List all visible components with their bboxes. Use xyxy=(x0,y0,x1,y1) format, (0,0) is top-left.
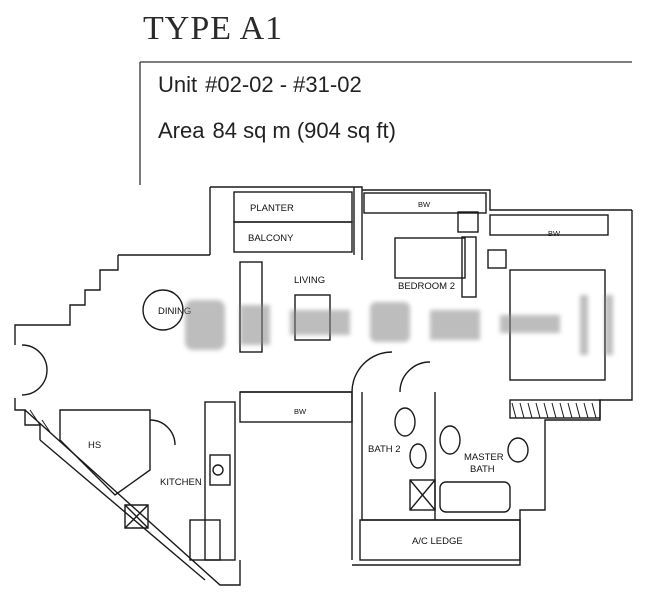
ac-ledge-label: A/C LEDGE xyxy=(412,536,463,547)
balcony-label: BALCONY xyxy=(248,233,294,244)
unit-type-title: TYPE A1 xyxy=(143,10,284,47)
area-value: 84 sq m (904 sq ft) xyxy=(212,118,396,143)
unit-label: Unit xyxy=(158,72,198,97)
living-label: LIVING xyxy=(294,275,325,286)
watermark-shapes xyxy=(185,295,613,355)
unit-number-line: Unit #02-02 - #31-02 xyxy=(158,72,362,98)
planter-label: PLANTER xyxy=(250,203,294,214)
bw-mid-label: BW xyxy=(294,407,307,416)
watermark xyxy=(185,295,613,355)
bw-right-label: BW xyxy=(548,229,561,238)
dining-label: DINING xyxy=(158,306,191,317)
walls xyxy=(14,186,633,586)
kitchen-label: KITCHEN xyxy=(160,477,202,488)
bedroom2-label: BEDROOM 2 xyxy=(398,281,455,292)
area-label: Area xyxy=(158,118,205,143)
master-bath-label-line2: BATH xyxy=(470,464,495,475)
bw-top-label: BW xyxy=(418,200,431,209)
master-bath-label-line1: MASTER xyxy=(464,452,504,463)
bath2-label: BATH 2 xyxy=(368,444,401,455)
unit-range: #02-02 - #31-02 xyxy=(205,72,362,97)
hatch-lines xyxy=(29,402,597,433)
area-line: Area 84 sq m (904 sq ft) xyxy=(158,118,396,144)
hs-label: HS xyxy=(88,440,101,451)
